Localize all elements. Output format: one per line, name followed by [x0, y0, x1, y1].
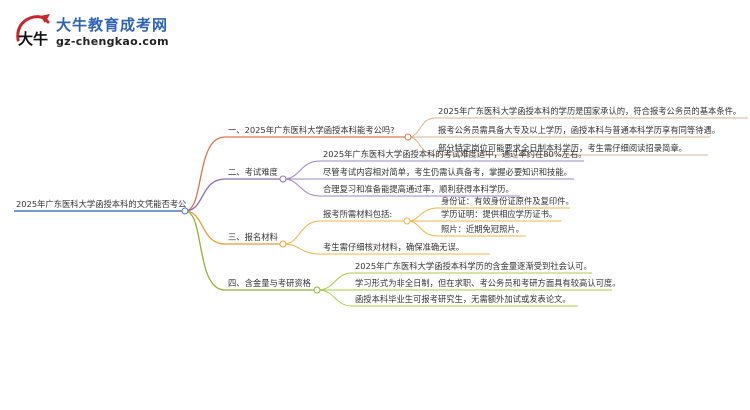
- branch-3-label[interactable]: 三、报名材料: [228, 232, 278, 242]
- b4-dot: [313, 286, 321, 294]
- b4-leaf-3: 函授本科毕业生可报考研究生，无需额外加试或发表论文。: [355, 294, 571, 304]
- b1-leaf-1: 2025年广东医科大学函授本科的学历是国家承认的，符合报考公务员的基本条件。: [438, 106, 741, 116]
- connector-root-b2: [184, 178, 226, 212]
- b1-leaf-2: 报考公务员需具备大专及以上学历，函授本科与普通本科学历享有同等待遇。: [438, 125, 720, 135]
- b3-sub-leaf-2: 学历证明：提供相应学历证书。: [441, 209, 557, 219]
- connector-b2-c3: [283, 178, 321, 197]
- logo-mark-text: 大牛: [18, 30, 48, 48]
- b4-leaf-1: 2025年广东医科大学函授本科学历的含金量逐渐受到社会认可。: [355, 261, 592, 271]
- b2-leaf-2: 尽管考试内容相对简单，考生仍需认真备考，掌握必要知识和技能。: [323, 167, 572, 177]
- node-circles: [181, 133, 412, 294]
- b1-dot: [404, 133, 412, 141]
- root-connectors: [184, 136, 226, 291]
- connector-b4-c1: [317, 272, 353, 291]
- b3-c1-dot: [403, 217, 411, 225]
- connector-b3-c1: [283, 220, 321, 245]
- root-node[interactable]: 2025年广东医科大学函授本科的文凭能否考公: [16, 199, 186, 209]
- connector-root-b1: [184, 136, 226, 212]
- b2-leaf-1: 2025年广东医科大学函授本科的考试难度适中，通过率约在80%左右。: [323, 149, 587, 159]
- connector-b1-c1: [408, 117, 436, 138]
- b4-leaf-2: 学习形式为非全日制，但在求职、考公务员和考研方面具有较高认可度。: [355, 278, 621, 288]
- connector-b3-c2: [283, 243, 321, 255]
- b3-sub-leaf-3: 照片：近期免冠照片。: [441, 224, 524, 234]
- root-dot: [181, 207, 189, 215]
- b3-leaf-2: 考生需仔细核对材料，确保准确无误。: [323, 242, 464, 252]
- b2-dot: [279, 175, 287, 183]
- logo-url: gz-chengkao.com: [56, 35, 169, 48]
- site-logo[interactable]: 大牛 大牛教育成考网 gz-chengkao.com: [12, 10, 192, 54]
- b1-leaf-3: 部分特定岗位可能要求全日制本科学历，考生需仔细阅读招录简章。: [438, 143, 687, 153]
- branch-underlines: [225, 136, 405, 291]
- branch-1-label[interactable]: 一、2025年广东医科大学函授本科能考公吗?: [228, 125, 395, 135]
- b3-dot: [279, 240, 287, 248]
- connector-b3-c1-g1: [407, 207, 439, 222]
- connector-b4-c3: [317, 289, 353, 307]
- connector-root-b3: [184, 210, 226, 245]
- connector-b2-c1: [283, 160, 321, 180]
- b3-sub-label[interactable]: 报考所需材料包括:: [323, 209, 392, 219]
- b3-sub-leaf-1: 身份证：有效身份证原件及复印件。: [441, 196, 574, 206]
- branch-2-label[interactable]: 二、考试难度: [228, 167, 278, 177]
- logo-mark-icon: 大牛: [16, 14, 50, 48]
- b2-leaf-3: 合理复习和准备能提高通过率，顺利获得本科学历。: [323, 184, 514, 194]
- connector-b3-c1-g3: [407, 220, 439, 237]
- connector-root-b4: [184, 210, 226, 291]
- logo-title: 大牛教育成考网: [56, 16, 169, 34]
- branch-4-label[interactable]: 四、含金量与考研资格: [228, 278, 312, 288]
